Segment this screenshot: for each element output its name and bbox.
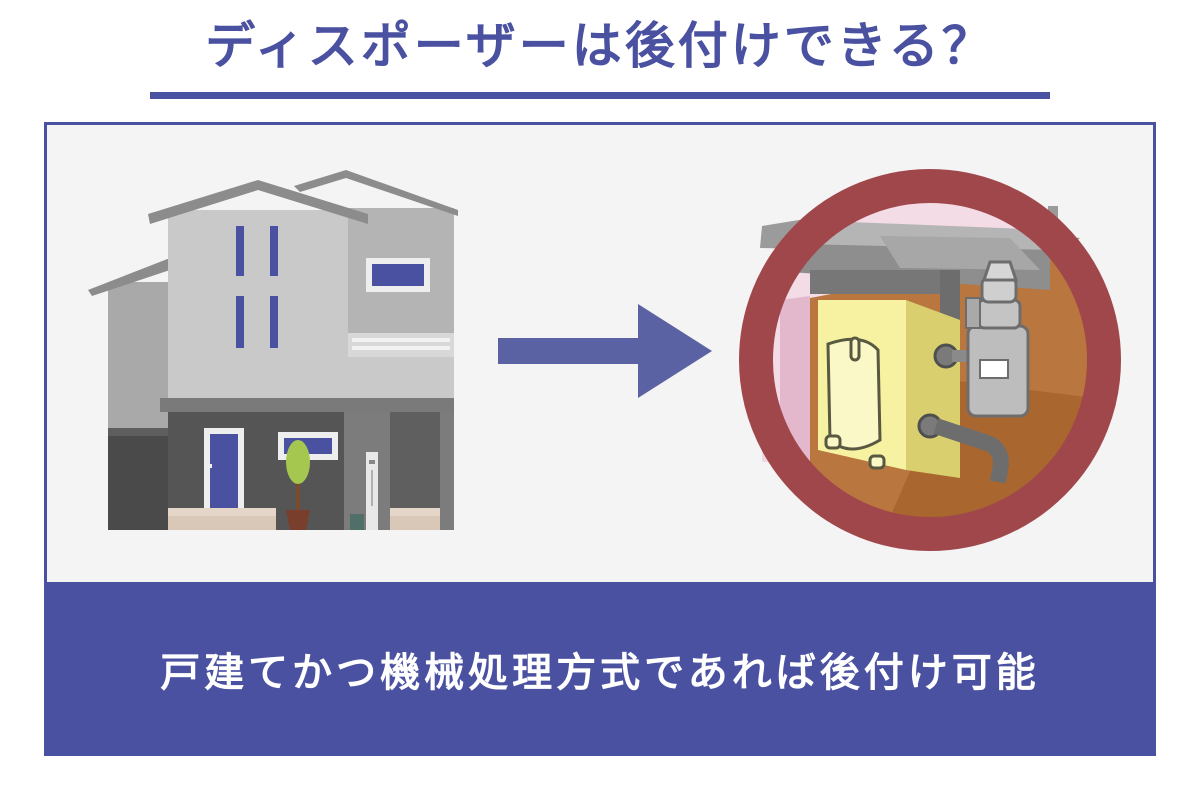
house-illustration: [88, 170, 458, 530]
caption-text: 戸建てかつ機械処理方式であれば後付け可能: [160, 650, 1040, 696]
prohibition-sign-icon: [739, 169, 1121, 551]
disposer-under-sink-illustration: [739, 169, 1121, 551]
right-arrow-icon: [498, 304, 712, 398]
page-title: ディスポーザーは後付けできる？: [205, 17, 995, 75]
title-underline: [150, 92, 1050, 99]
caption-banner: 戸建てかつ機械処理方式であれば後付け可能: [44, 582, 1156, 756]
